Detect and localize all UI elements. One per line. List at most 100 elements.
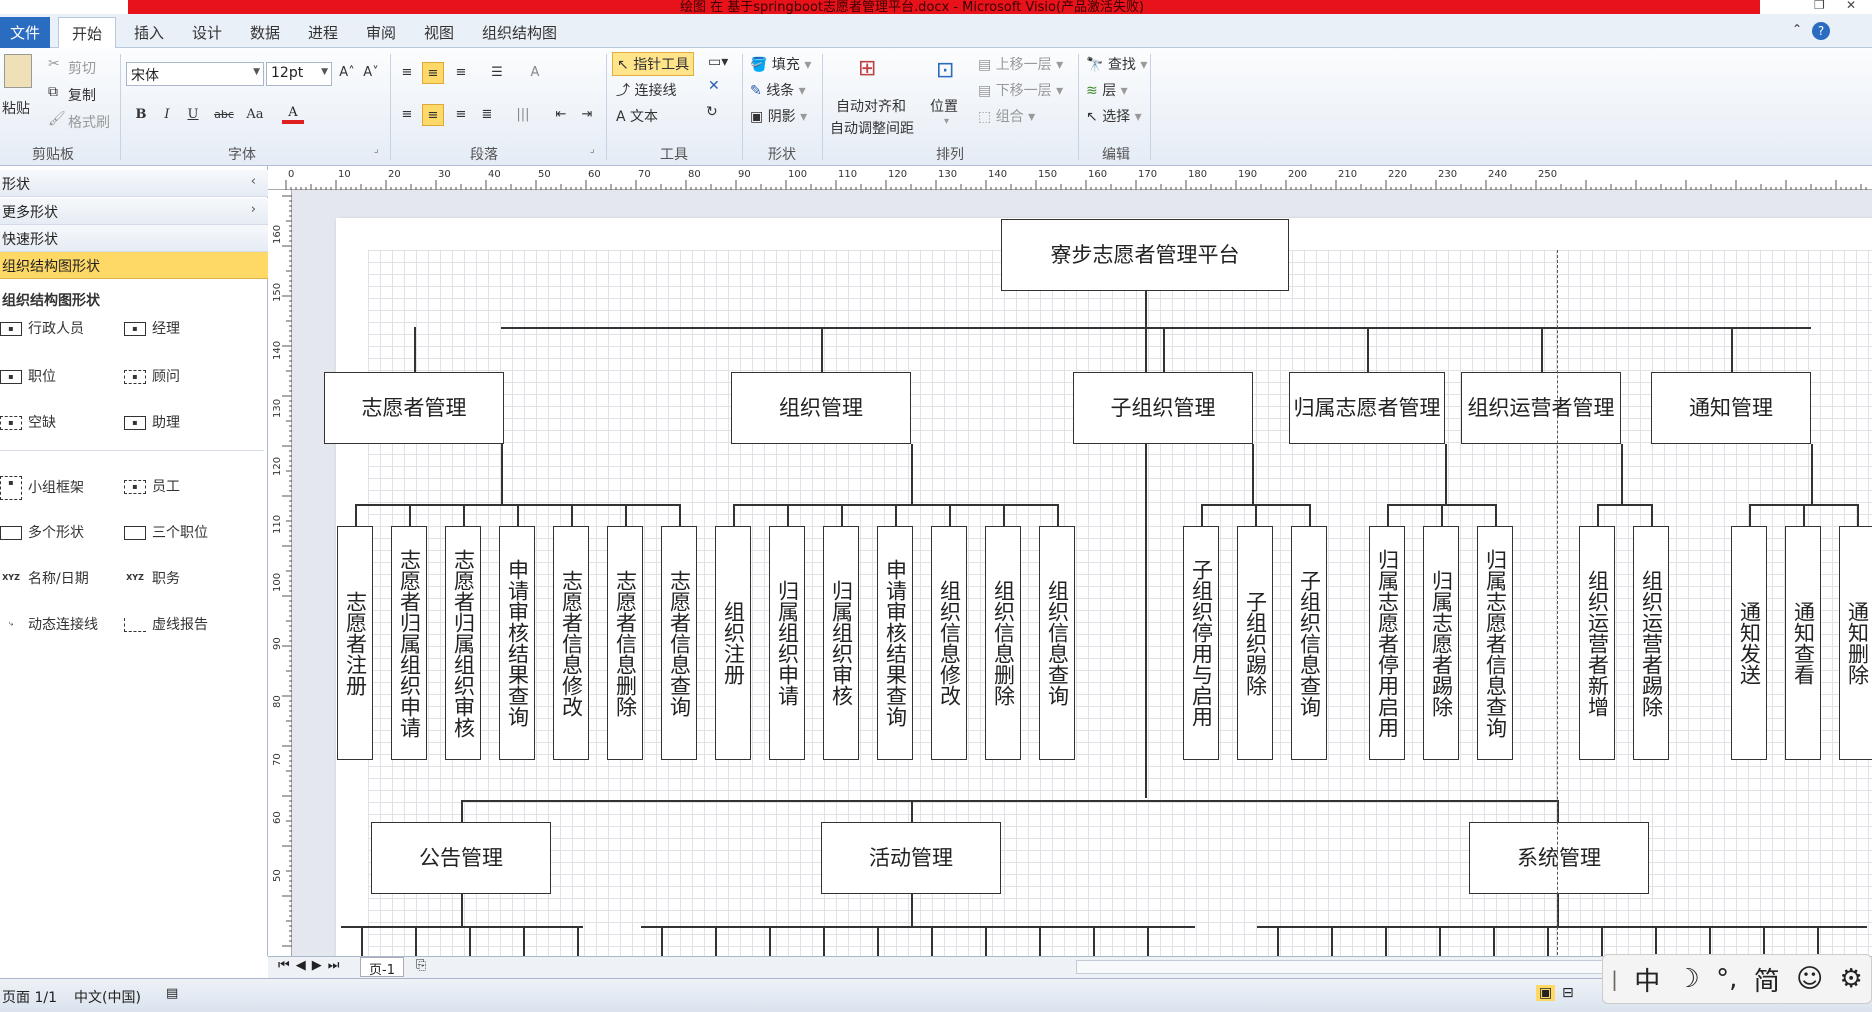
align-bottom-icon[interactable]: ≡ (455, 65, 467, 80)
connector-line[interactable] (1709, 926, 1711, 956)
connector-line[interactable] (501, 327, 1811, 329)
connector-line[interactable] (1857, 504, 1859, 526)
line-button[interactable]: ✎ 线条 ▾ (750, 80, 806, 100)
leaf-node[interactable]: 组织信息查询 (1039, 526, 1075, 760)
tab-home[interactable]: 开始 (58, 17, 116, 49)
connector-line[interactable] (463, 504, 465, 526)
leaf-node[interactable]: 组织运营者踢除 (1633, 526, 1669, 760)
level1-node[interactable]: 组织管理 (731, 372, 911, 444)
connector-line[interactable] (769, 926, 771, 956)
stencil-shape[interactable]: ▪职位 (0, 366, 56, 386)
connector-line[interactable] (1621, 444, 1623, 504)
leaf-node[interactable]: 志愿者注册 (337, 526, 373, 760)
connector-line[interactable] (1749, 504, 1751, 526)
page-nav-icon[interactable]: ⏮◀▶⏭ (278, 958, 346, 973)
level2-node[interactable]: 系统管理 (1469, 822, 1649, 894)
connector-line[interactable] (841, 504, 843, 526)
ime-simplified-mode[interactable]: 简 (1753, 966, 1780, 997)
level2-node[interactable]: 公告管理 (371, 822, 551, 894)
leaf-node[interactable]: 子组织停用与启用 (1183, 526, 1219, 760)
connector-line[interactable] (1557, 894, 1559, 926)
connector-line[interactable] (1163, 327, 1165, 372)
page-count[interactable]: 页面 1/1 (2, 990, 57, 1006)
text-tool-button[interactable]: A 文本 (616, 106, 658, 126)
align-top-icon[interactable]: ≡ (401, 65, 413, 80)
bullets-icon[interactable]: ☰ (491, 65, 503, 80)
drawing-canvas[interactable]: 寮步志愿者管理平台志愿者管理组织管理子组织管理归属志愿者管理组织运营者管理通知管… (292, 190, 1872, 956)
distribute-icon[interactable]: ||| (516, 107, 530, 122)
leaf-node[interactable]: 子组织信息查询 (1291, 526, 1327, 760)
group-button[interactable]: ⬚ 组合 ▾ (978, 106, 1035, 126)
leaf-node[interactable]: 子组织踢除 (1237, 526, 1273, 760)
rotate-icon[interactable]: ↻ (706, 104, 718, 120)
connector-line[interactable] (1039, 926, 1041, 956)
leaf-node[interactable]: 志愿者信息删除 (607, 526, 643, 760)
connector-line[interactable] (1803, 504, 1805, 526)
connector-line[interactable] (461, 800, 1557, 802)
quick-shapes-item[interactable]: 快速形状 (0, 225, 268, 252)
ime-punctuation-icon[interactable]: °, (1716, 964, 1738, 994)
select-button[interactable]: ↖ 选择 ▾ (1086, 106, 1142, 126)
bold-button[interactable]: B (135, 107, 147, 122)
position-icon[interactable]: ⊡ (936, 58, 955, 83)
leaf-node[interactable]: 通知查看 (1785, 526, 1821, 760)
level1-node[interactable]: 组织运营者管理 (1461, 372, 1621, 444)
connector-line[interactable] (949, 504, 951, 526)
auto-space-button[interactable]: 自动调整间距 (830, 121, 914, 137)
connector-line[interactable] (571, 504, 573, 526)
align-middle-icon[interactable]: ≡ (422, 62, 444, 84)
connector-line[interactable] (1811, 444, 1813, 504)
tab-review[interactable]: 审阅 (366, 24, 397, 42)
connector-line[interactable] (1547, 926, 1549, 956)
leaf-node[interactable]: 志愿者信息查询 (661, 526, 697, 760)
connector-line[interactable] (911, 894, 913, 926)
shadow-button[interactable]: ▣ 阴影 ▾ (750, 106, 807, 126)
paste-button[interactable]: 粘贴 (2, 101, 30, 117)
level1-node[interactable]: 通知管理 (1651, 372, 1811, 444)
connector-line[interactable] (1257, 926, 1867, 928)
connector-line[interactable] (341, 926, 583, 928)
connector-line[interactable] (1445, 444, 1447, 504)
leaf-node[interactable]: 组织注册 (715, 526, 751, 760)
stencil-shape[interactable]: ▪员工 (124, 476, 180, 496)
connector-line[interactable] (679, 504, 681, 526)
leaf-node[interactable]: 申请审核结果查询 (877, 526, 913, 760)
leaf-node[interactable]: 归属志愿者信息查询 (1477, 526, 1513, 760)
increase-indent-icon[interactable]: ⇥ (581, 107, 593, 122)
tab-view[interactable]: 视图 (424, 24, 455, 42)
connector-line[interactable] (1309, 504, 1311, 526)
tab-org-chart[interactable]: 组织结构图 (482, 24, 558, 42)
leaf-node[interactable]: 志愿者归属组织申请 (391, 526, 427, 760)
org-chart-shapes-item[interactable]: 组织结构图形状 (0, 252, 268, 279)
leaf-node[interactable]: 志愿者归属组织审核 (445, 526, 481, 760)
ribbon-minimize-icon[interactable]: ⌃ (1792, 22, 1803, 36)
stencil-shape[interactable]: ▪经理 (124, 318, 180, 338)
ime-halfwidth-icon[interactable]: ☽ (1676, 964, 1700, 994)
level1-node[interactable]: 志愿者管理 (324, 372, 504, 444)
tab-data[interactable]: 数据 (250, 24, 281, 42)
stencil-shape[interactable]: 三个职位 (124, 522, 208, 542)
page-tab[interactable]: 页-1 (360, 957, 404, 978)
leaf-node[interactable]: 归属组织申请 (769, 526, 805, 760)
tab-design[interactable]: 设计 (192, 24, 223, 42)
strikethrough-button[interactable]: abc (214, 108, 234, 121)
connector-line[interactable] (461, 894, 463, 926)
ime-chinese-mode[interactable]: 中 (1634, 966, 1661, 997)
connector-line[interactable] (895, 504, 897, 526)
ime-grip-icon[interactable]: | (1611, 967, 1618, 991)
connector-line[interactable] (1763, 926, 1765, 956)
level1-node[interactable]: 归属志愿者管理 (1289, 372, 1445, 444)
tab-process[interactable]: 进程 (308, 24, 339, 42)
insert-page-icon[interactable]: ⎘ (416, 958, 427, 973)
connector-line[interactable] (1731, 327, 1733, 372)
leaf-node[interactable]: 组织信息修改 (931, 526, 967, 760)
send-backward-button[interactable]: ▤ 下移一层 ▾ (978, 80, 1063, 100)
connector-line[interactable] (823, 926, 825, 956)
position-button[interactable]: 位置 (930, 99, 958, 115)
connector-line[interactable] (1817, 926, 1819, 956)
connector-line[interactable] (469, 926, 471, 956)
cut-button[interactable]: 剪切 (68, 61, 96, 77)
help-icon[interactable]: ? (1812, 22, 1830, 40)
